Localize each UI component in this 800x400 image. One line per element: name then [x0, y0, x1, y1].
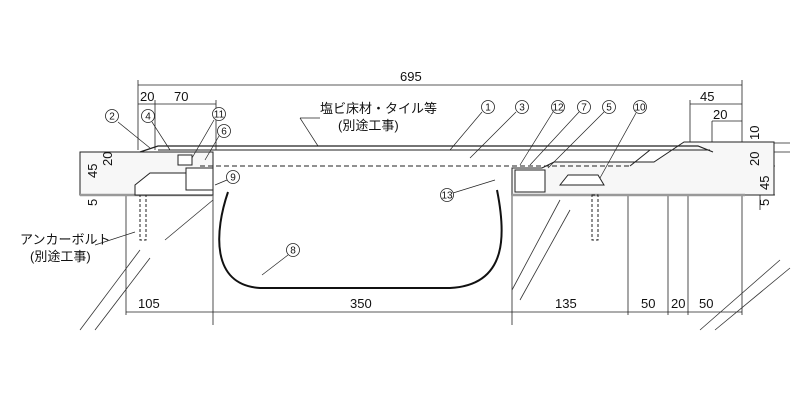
cover-plate — [139, 145, 714, 191]
callout-circle — [141, 109, 155, 123]
callout-9: 9 — [230, 173, 236, 184]
callout-circle — [602, 100, 616, 114]
callout-circle — [212, 107, 226, 121]
callout-circle — [577, 100, 591, 114]
anchor-bolt-sub: (別途工事) — [30, 249, 91, 264]
callout-10: 10 — [634, 103, 646, 114]
callout-1: 1 — [485, 103, 491, 114]
right-slab — [511, 141, 775, 241]
callout-circle — [105, 109, 119, 123]
callout-circle — [515, 100, 529, 114]
dim-left-45: 45 — [85, 164, 100, 178]
callout-2: 2 — [109, 112, 115, 123]
dim-overall: 695 — [400, 69, 422, 84]
dim-top-right-b: 20 — [713, 107, 727, 122]
callout-6: 6 — [221, 127, 227, 138]
dim-left-5: 5 — [85, 199, 100, 206]
dim-right-top: 10 — [747, 126, 762, 140]
dim-bottom: 135 — [555, 296, 577, 311]
dimension-texts: 695 20 70 45 20 10 20 45 5 20 45 5 105 3… — [85, 69, 772, 311]
rubber-gutter — [218, 189, 503, 289]
callout-circle — [440, 188, 454, 202]
callout-12: 12 — [552, 103, 564, 114]
callout-5: 5 — [606, 103, 612, 114]
hatching — [79, 199, 791, 331]
callout-circle — [633, 100, 647, 114]
callout-circle — [217, 124, 231, 138]
dim-bottom: 50 — [699, 296, 713, 311]
callout-13: 13 — [441, 191, 453, 202]
dim-top-left-b: 70 — [174, 89, 188, 104]
dim-top-right-a: 45 — [700, 89, 714, 104]
callout-circle — [481, 100, 495, 114]
anchor-bolt-note: アンカーボルト — [20, 232, 110, 247]
callout-3: 3 — [519, 103, 525, 114]
notes: 塩ビ床材・タイル等 (別途工事) アンカーボルト (別途工事) — [20, 101, 437, 264]
floor-material-note: 塩ビ床材・タイル等 — [320, 101, 437, 116]
dim-left-20: 20 — [100, 152, 115, 166]
callout-8: 8 — [290, 246, 296, 257]
dim-right-20: 20 — [747, 152, 762, 166]
dim-bottom: 350 — [350, 296, 372, 311]
callout-7: 7 — [581, 103, 587, 114]
callout-4: 4 — [145, 112, 151, 123]
callout-circle — [286, 243, 300, 257]
dim-bottom: 105 — [138, 296, 160, 311]
dim-bottom: 50 — [641, 296, 655, 311]
leader-lines — [94, 111, 637, 276]
callout-circle — [551, 100, 565, 114]
floor-material-sub: (別途工事) — [338, 118, 399, 133]
dim-right-45: 45 — [757, 176, 772, 190]
callout-circle — [226, 170, 240, 184]
dim-top-left-a: 20 — [140, 89, 154, 104]
dim-bottom: 20 — [671, 296, 685, 311]
callout-11: 11 — [214, 110, 225, 121]
dim-right-5: 5 — [757, 199, 772, 206]
